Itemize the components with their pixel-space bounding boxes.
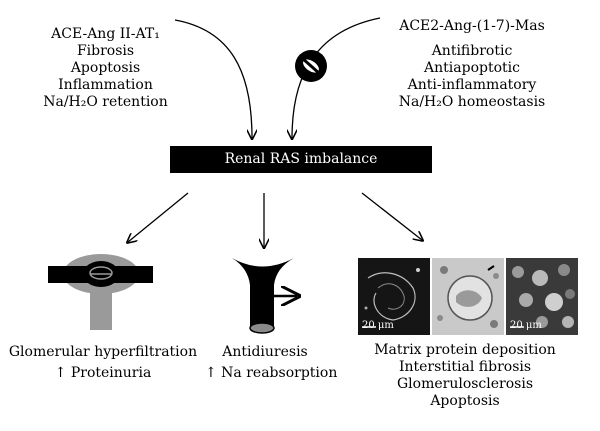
micrograph-panel-3: 20 μm [506, 258, 578, 335]
structural-line-2: Interstitial fibrosis [398, 359, 532, 375]
tubular-line-2: ↑ Na reabsorption [205, 365, 338, 381]
tubular-outcome: Antidiuresis ↑ Na reabsorption [205, 344, 338, 382]
structural-line-1: Matrix protein deposition [374, 342, 556, 358]
right-line-4: Anti-inflammatory [407, 77, 537, 93]
scale-bar-label-3: 20 μm [510, 320, 542, 331]
micrograph-panel-1: 20 μm [358, 258, 430, 335]
renal-ras-imbalance-box: Renal RAS imbalance [170, 146, 432, 173]
right-line-5: Na/H₂O homeostasis [398, 94, 546, 110]
left-curve-arrow [174, 19, 252, 138]
ace2-ang17-mas-pathway: ACE2-Ang-(1-7)-Mas Antifibrotic Antiapop… [372, 18, 572, 111]
arrow-to-glomerular [128, 192, 189, 242]
left-line-2: Fibrosis [76, 43, 135, 59]
structural-outcome: Matrix protein deposition Interstitial f… [360, 342, 570, 410]
scale-bar-label-1: 20 μm [362, 320, 394, 331]
structural-line-3: Glomerulosclerosis [396, 376, 534, 392]
glomerular-outcome: Glomerular hyperfiltration ↑ Proteinuria [0, 344, 206, 382]
prohibited-icon [295, 50, 327, 82]
glomerular-line-1: Glomerular hyperfiltration [8, 344, 198, 360]
tubular-line-1: Antidiuresis [222, 344, 308, 360]
right-line-3: Antiapoptotic [424, 60, 520, 76]
ace-angii-at1-pathway: ACE-Ang II-AT₁ Fibrosis Apoptosis Inflam… [18, 26, 193, 111]
right-line-1: ACE2-Ang-(1-7)-Mas [399, 18, 545, 34]
left-line-3: Apoptosis [70, 60, 141, 76]
left-line-1: ACE-Ang II-AT₁ [51, 26, 160, 42]
structural-line-4: Apoptosis [430, 393, 500, 409]
micrograph-panel-2 [432, 258, 504, 335]
glomerular-line-2: ↑ Proteinuria [54, 365, 152, 381]
right-line-2: Antifibrotic [431, 43, 513, 59]
left-line-5: Na/H₂O retention [43, 94, 168, 110]
tubule-icon [232, 258, 297, 334]
glomerulus-icon [48, 254, 153, 330]
arrow-to-structural [361, 192, 422, 240]
left-line-4: Inflammation [58, 77, 153, 93]
